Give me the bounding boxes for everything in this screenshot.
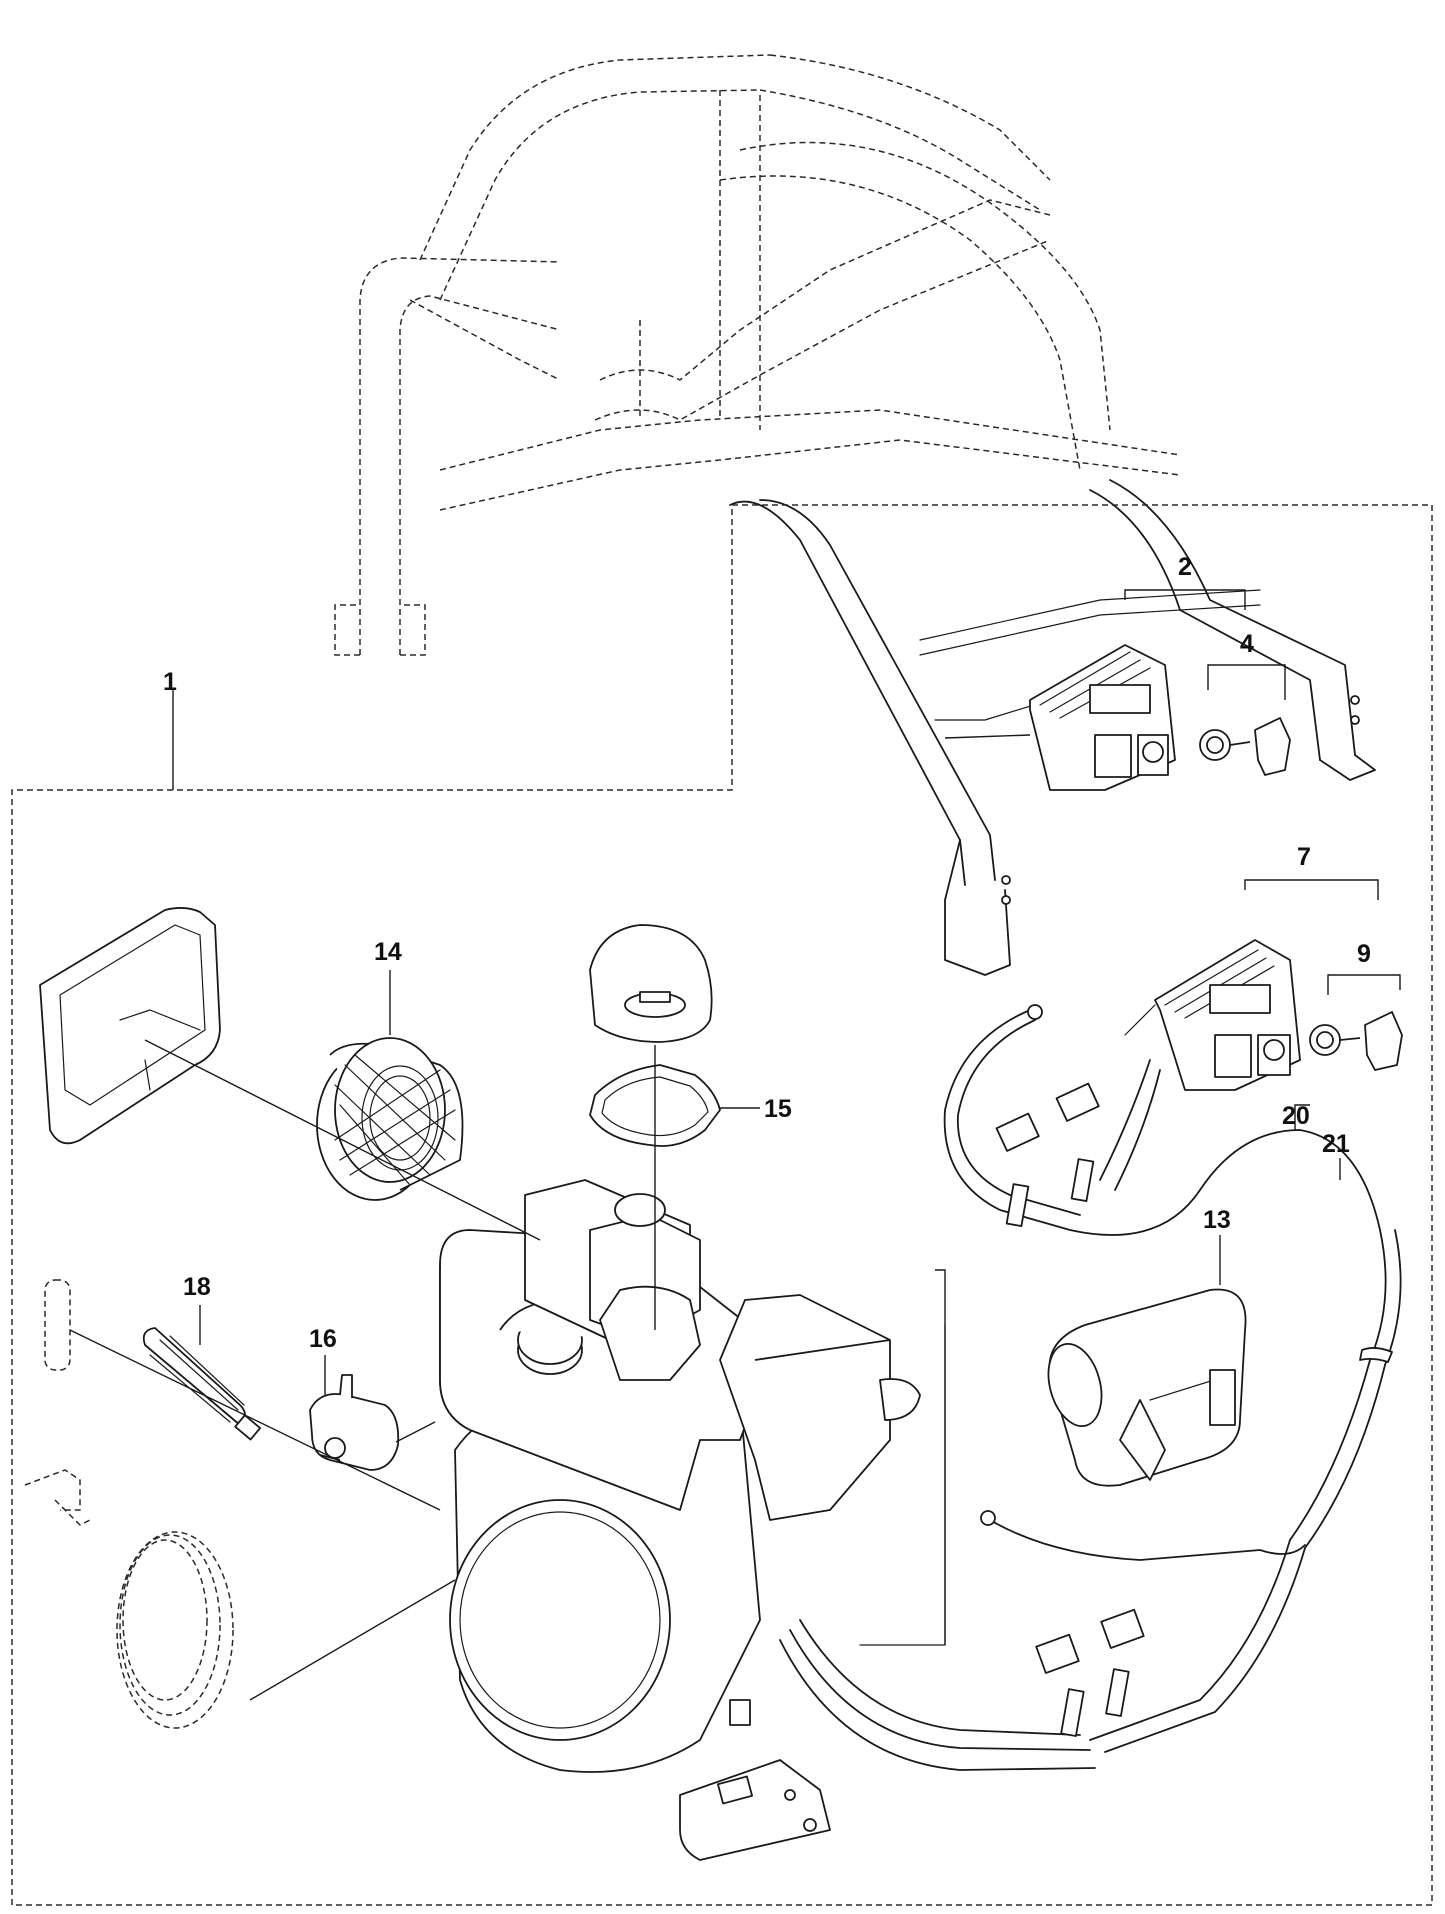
callout-14: 14 <box>374 938 402 966</box>
callout-7: 7 <box>1297 843 1311 871</box>
callout-21: 21 <box>1322 1130 1350 1158</box>
wiring-harness-lower <box>779 1324 1306 1771</box>
fuel-filter <box>309 1374 400 1471</box>
fuel-cap <box>589 924 713 1043</box>
air-filter-element <box>316 1037 464 1201</box>
wiring-harness-upper <box>943 1004 1381 1236</box>
frame-tubes <box>729 479 1376 976</box>
callout-2: 2 <box>1178 553 1192 581</box>
air-filter-cover <box>39 907 221 1145</box>
starter-cord-dashed <box>24 1469 234 1729</box>
callout-1: 1 <box>163 668 177 696</box>
oval-gasket-dashed <box>44 1279 71 1371</box>
frame-outline-dashed <box>334 54 1181 656</box>
fuel-strainer <box>142 1327 262 1441</box>
control-box-upper <box>1029 644 1176 791</box>
callout-13: 13 <box>1203 1206 1231 1234</box>
capacitor <box>1047 1288 1247 1487</box>
control-box-lower <box>1154 939 1301 1091</box>
callout-4: 4 <box>1240 630 1254 658</box>
callout-20: 20 <box>1282 1102 1310 1130</box>
ignition-key-lower <box>1309 1011 1403 1071</box>
cables-long <box>1289 1229 1402 1549</box>
callout-15: 15 <box>764 1095 792 1123</box>
ignition-key-upper <box>1199 717 1291 776</box>
callout-labels: 1 2 4 7 9 13 14 15 16 18 20 21 <box>163 553 1371 1353</box>
kit-boundary-dashed <box>11 504 1433 1906</box>
callout-16: 16 <box>309 1325 337 1353</box>
callout-9: 9 <box>1357 940 1371 968</box>
callout-18: 18 <box>183 1273 211 1301</box>
engine-assembly <box>439 1179 921 1861</box>
leader-lines <box>69 589 1401 1701</box>
